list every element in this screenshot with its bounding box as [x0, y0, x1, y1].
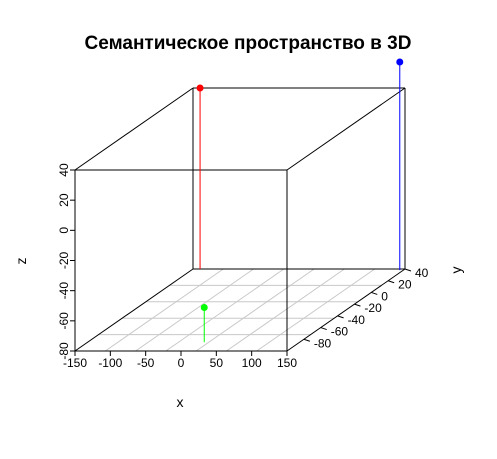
- grid-line-x: [105, 268, 224, 352]
- grid-line-x: [165, 268, 285, 352]
- x-tick-label: 0: [178, 356, 185, 370]
- y-tick-label: 40: [415, 266, 429, 280]
- grid-line-x: [226, 268, 345, 352]
- y-tick-label: -80: [314, 336, 332, 350]
- z-axis-label: z: [13, 258, 29, 265]
- data-point: [200, 304, 208, 312]
- grid-line-x: [256, 268, 375, 352]
- box-edge: [74, 268, 194, 352]
- bounding-box: [74, 87, 406, 352]
- data-point: [396, 58, 404, 66]
- z-tick-label: 0: [57, 227, 71, 234]
- y-tick: [303, 338, 311, 342]
- y-tick-label: -40: [348, 313, 366, 327]
- x-tick-label: 100: [242, 356, 262, 370]
- z-tick-label: -60: [57, 312, 71, 330]
- z-tick-label: 40: [57, 163, 71, 177]
- grid-line-x: [195, 268, 315, 352]
- x-tick-label: 50: [210, 356, 224, 370]
- y-tick: [404, 268, 412, 272]
- x-tick-label: -150: [63, 356, 87, 370]
- z-tick-label: 20: [57, 193, 71, 207]
- y-tick: [320, 327, 327, 331]
- y-tick: [354, 303, 361, 307]
- x-tick-label: 150: [277, 356, 297, 370]
- data-point: [196, 84, 204, 92]
- grid-line-x: [135, 268, 254, 352]
- y-tick-label: 0: [381, 289, 388, 303]
- x-axis-label: x: [177, 394, 184, 410]
- y-tick: [337, 315, 344, 319]
- z-tick-label: -40: [57, 282, 71, 300]
- chart-title: Семантическое пространство в 3D: [85, 33, 412, 54]
- z-tick-label: -20: [57, 252, 71, 270]
- box-edge: [74, 87, 194, 171]
- z-tick-label: -80: [57, 342, 71, 360]
- box-edge: [286, 268, 406, 352]
- y-tick-label: -60: [331, 325, 349, 339]
- data-points: [196, 58, 404, 312]
- floor-grid: [98, 268, 382, 352]
- x-tick-label: -50: [137, 356, 155, 370]
- x-tick-label: -100: [98, 356, 122, 370]
- y-tick: [387, 280, 395, 284]
- drop-lines: [199, 62, 401, 343]
- y-tick-label: -20: [364, 301, 382, 315]
- y-tick-label: 20: [398, 278, 412, 292]
- box-edge: [286, 87, 406, 171]
- y-tick: [371, 291, 378, 295]
- y-axis-label: y: [448, 267, 464, 274]
